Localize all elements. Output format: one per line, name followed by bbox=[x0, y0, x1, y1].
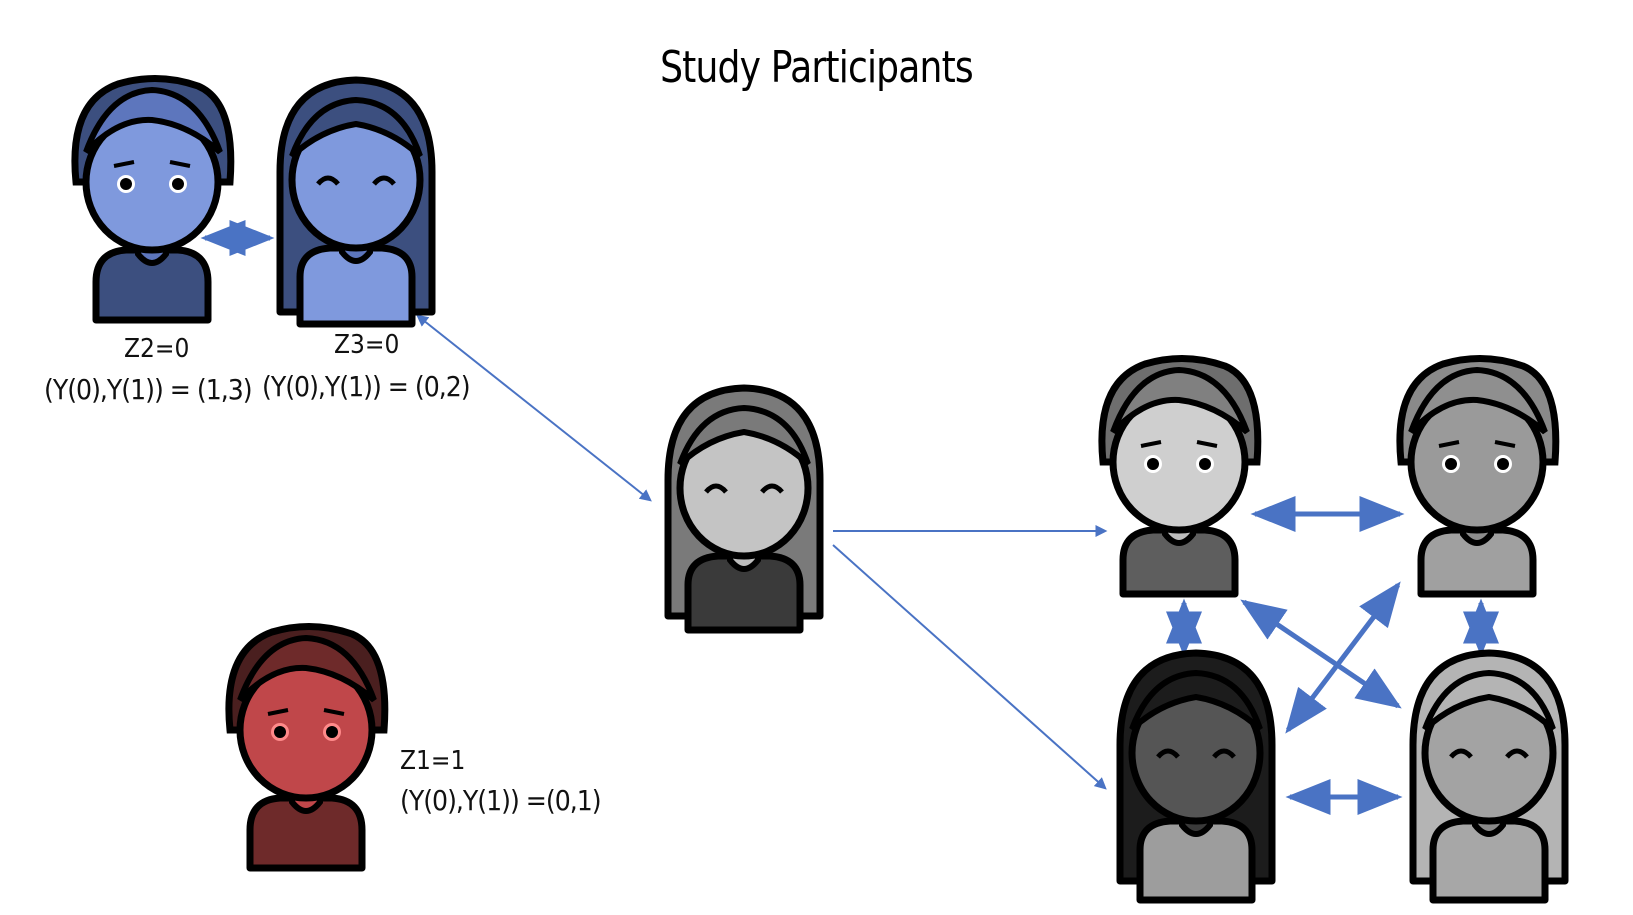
participant-z2-outcomes: (Y(0),Y(1)) = (1,3) bbox=[44, 373, 253, 406]
edge-center-cluster-bottom-left bbox=[832, 544, 1107, 790]
shirt bbox=[1119, 526, 1239, 598]
person-cluster-bottom-left-avatar bbox=[1116, 649, 1276, 904]
hair-front bbox=[289, 96, 423, 159]
participant-z2-assignment: Z2=0 bbox=[124, 334, 190, 364]
person-cluster-top-right-avatar bbox=[1396, 355, 1560, 598]
shirt bbox=[1136, 817, 1256, 904]
person-z2-avatar bbox=[71, 75, 235, 324]
person-z3-avatar bbox=[276, 76, 436, 328]
edge-cluster-tr-bl bbox=[1285, 581, 1401, 734]
shirt bbox=[92, 246, 212, 324]
person-z1-avatar bbox=[225, 623, 389, 872]
participant-z3-outcomes: (Y(0),Y(1)) = (0,2) bbox=[262, 370, 471, 403]
shirt bbox=[1429, 817, 1549, 904]
hair-front bbox=[1110, 366, 1250, 435]
edge-z3-center bbox=[416, 314, 652, 502]
hair-front bbox=[1408, 366, 1548, 435]
person-center-avatar bbox=[664, 384, 824, 634]
shirt bbox=[684, 552, 804, 634]
shirt bbox=[1417, 526, 1537, 598]
participant-z1-outcomes: (Y(0),Y(1)) =(0,1) bbox=[400, 784, 602, 817]
hair-front bbox=[1129, 669, 1263, 732]
arrows bbox=[200, 220, 1499, 815]
participant-z1-assignment: Z1=1 bbox=[400, 746, 466, 776]
person-cluster-bottom-right-avatar bbox=[1409, 649, 1569, 904]
person-cluster-top-left-avatar bbox=[1098, 355, 1262, 598]
participant-z3-assignment: Z3=0 bbox=[334, 330, 400, 360]
shirt bbox=[296, 244, 416, 328]
diagram-title: Study Participants bbox=[660, 42, 974, 93]
hair-front bbox=[237, 634, 377, 703]
shirt bbox=[246, 794, 366, 872]
hair-front bbox=[1422, 669, 1556, 732]
hair-front bbox=[83, 86, 223, 155]
hair-front bbox=[677, 404, 811, 467]
